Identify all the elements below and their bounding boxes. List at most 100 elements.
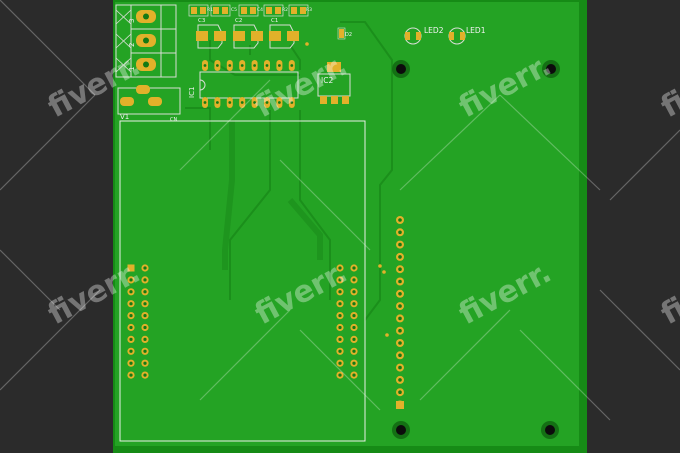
r2-label: R2 [282, 7, 288, 13]
ic1-pad-hole [203, 64, 207, 67]
header-pin-hole [352, 325, 356, 330]
header-pin-hole [129, 337, 133, 342]
c1-label: C1 [271, 18, 278, 24]
capacitors-c1-c3 [196, 24, 299, 49]
c3-label: C3 [198, 18, 206, 24]
ic1-pad-hole [216, 64, 219, 67]
header-pin-hole [338, 278, 342, 282]
copper-pour [115, 2, 579, 446]
vias [305, 42, 389, 337]
header-pin-hole [338, 302, 342, 306]
header-pin-hole [338, 361, 342, 365]
header-pin-hole [143, 373, 147, 377]
header-pin-hole [143, 325, 147, 330]
header-pin-hole [398, 316, 402, 321]
ic2-label: IC2 [321, 76, 333, 85]
power-traces [222, 120, 323, 270]
header-pin-hole [338, 373, 342, 377]
r1-label: R1 [207, 7, 213, 13]
header-pin-hole [398, 242, 402, 247]
header-pin-hole [352, 266, 356, 270]
header-pin-1-square [396, 401, 404, 409]
header-pin-hole [129, 373, 133, 377]
ic1-label: IC1 [188, 87, 196, 98]
header-pin-hole [143, 337, 147, 342]
c2-label: C2 [235, 18, 242, 24]
r3-label: R3 [306, 7, 312, 13]
header-pin-hole [338, 325, 342, 330]
watermark-line [0, 0, 96, 96]
ic1-pad-hole [228, 64, 232, 67]
header-pin-hole [398, 279, 402, 284]
header-pin-hole [143, 349, 147, 353]
c4-label: C4 [257, 7, 263, 13]
header-pin-hole [129, 361, 133, 365]
c5-label: C5 [231, 7, 237, 13]
header-pin-1-square [127, 264, 135, 272]
header-pin-hole [129, 278, 133, 282]
header-pin-hole [352, 337, 356, 342]
terminal-pin-3-label: 3 [128, 19, 136, 23]
ic1-pad-hole [290, 64, 294, 67]
smd-top-row [188, 4, 309, 17]
ic1-pads [202, 60, 295, 108]
ic1-pad-hole [278, 101, 281, 104]
header-pin-hole [352, 373, 356, 377]
ic1-pad-hole [278, 64, 281, 67]
diode-d2 [337, 27, 346, 40]
header-pin-hole [398, 218, 402, 222]
header-pin-hole [129, 302, 133, 306]
watermark-line [0, 94, 96, 191]
header-pin-hole [129, 349, 133, 353]
ic1-pad-hole [240, 64, 244, 67]
ic1-dip [199, 71, 299, 99]
header-pin-hole [143, 278, 147, 282]
header-pin-hole [398, 390, 402, 395]
watermark-line [499, 94, 601, 191]
pin-headers [127, 216, 404, 409]
header-pin-hole [398, 328, 402, 333]
header-pin-hole [398, 230, 402, 235]
ic1-pad-hole [216, 101, 219, 104]
header-pin-hole [352, 313, 356, 318]
terminal-pin-2-label: 2 [128, 43, 136, 47]
header-pin-hole [143, 361, 147, 365]
header-pin-hole [143, 302, 147, 306]
cn-label: CN [170, 117, 177, 123]
d2-label: D2 [345, 32, 352, 38]
header-pin-hole [352, 361, 356, 365]
ic1-pad-hole [265, 101, 269, 104]
header-pin-hole [338, 313, 342, 318]
ic1-pad-hole [240, 101, 244, 104]
header-pin-hole [129, 325, 133, 330]
header-pin-hole [143, 313, 147, 318]
header-pin-hole [143, 290, 147, 294]
v1-label: V1 [120, 113, 129, 121]
traces [185, 21, 393, 321]
watermark-line [299, 329, 381, 411]
ic1-pad-hole [253, 64, 256, 67]
module-outline [119, 120, 366, 442]
led1 [448, 27, 466, 45]
watermark-line [519, 329, 611, 421]
header-pin-hole [352, 349, 356, 353]
watermark-line [419, 309, 511, 401]
watermark-line [0, 249, 61, 311]
header-pin-hole [398, 378, 402, 382]
ic1-pad-hole [265, 64, 269, 67]
header-pin-hole [352, 290, 356, 294]
watermark-line [279, 159, 371, 251]
header-pin-hole [129, 290, 133, 294]
header-pin-hole [338, 266, 342, 270]
header-pin-hole [352, 278, 356, 282]
watermark-line [179, 79, 271, 171]
screw-terminal-3pin [115, 4, 177, 78]
header-pin-hole [398, 365, 402, 370]
ic1-pad-hole [203, 101, 207, 104]
ic2-regulator [317, 62, 351, 104]
watermark-line [199, 309, 291, 401]
watermark-line [399, 94, 501, 191]
header-pin-hole [338, 349, 342, 353]
header-pin-hole [398, 292, 402, 296]
